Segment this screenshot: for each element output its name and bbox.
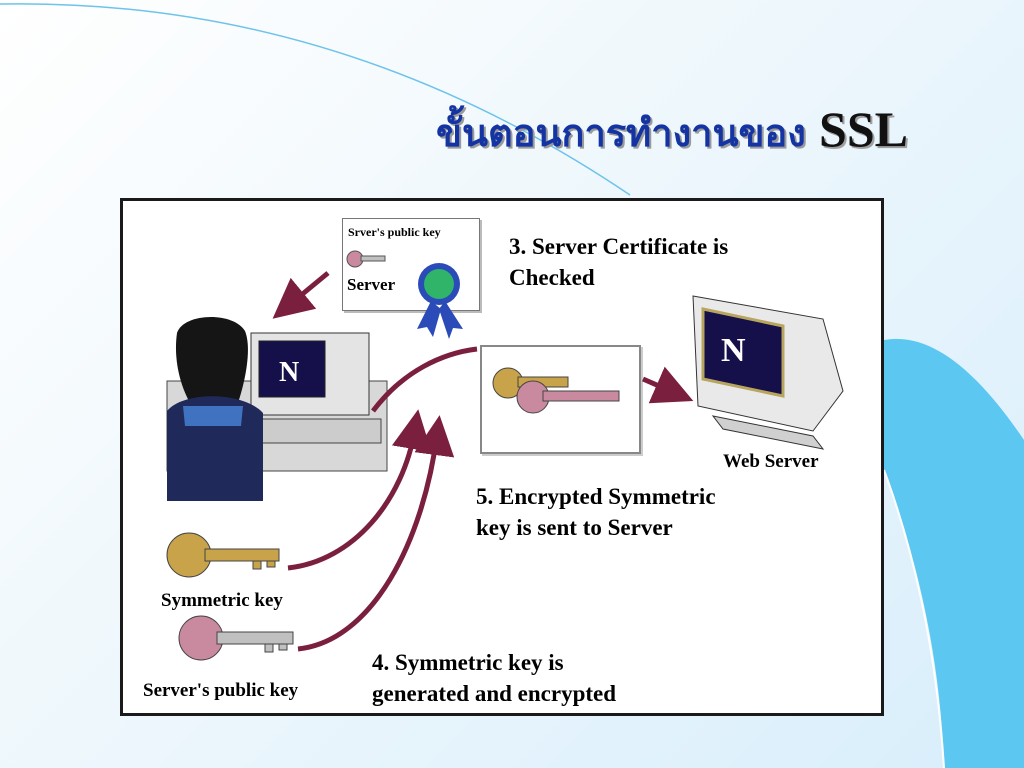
- arrow-user-to-keybox: [371, 346, 478, 413]
- background-curve: [0, 3, 631, 196]
- certificate-seal-icon: [417, 263, 463, 339]
- step-5-line-1: 5. Encrypted Symmetric: [476, 484, 716, 509]
- step-3-line-1: 3. Server Certificate is: [509, 234, 729, 259]
- server-certificate: Srver's public key Server: [342, 218, 480, 311]
- step-4-line-1: 4. Symmetric key is: [372, 650, 564, 675]
- arrow-certificate-to-user: [272, 271, 330, 319]
- step-3-line-2: Checked: [509, 265, 595, 290]
- step-5-text: 5. Encrypted Symmetric key is sent to Se…: [476, 481, 716, 543]
- slide-title: ขั้นตอนการทำงานของ SSL: [436, 100, 956, 170]
- certificate-key-icon: [346, 250, 386, 268]
- ssl-diagram: Srver's public key Server: [120, 198, 884, 716]
- step-4-line-2: generated and encrypted: [372, 681, 617, 706]
- symmetric-key-icon: [166, 532, 280, 578]
- background-edge-line: [883, 469, 945, 768]
- step-5-line-2: key is sent to Server: [476, 515, 673, 540]
- web-server-label: Web Server: [723, 451, 819, 472]
- server-public-key-label: Server's public key: [143, 680, 299, 701]
- symmetric-key-label: Symmetric key: [161, 590, 283, 611]
- user-workstation-icon: N: [166, 316, 388, 501]
- slide-title-thai: ขั้นตอนการทำงานของ: [436, 111, 806, 155]
- certificate-heading: Srver's public key: [348, 225, 441, 239]
- diagram-graphics: N N: [166, 250, 844, 661]
- keybox-keys-icon: [492, 367, 620, 414]
- step-3-text: 3. Server Certificate is Checked: [509, 231, 728, 293]
- web-server-logo: N: [721, 332, 746, 369]
- web-server-icon: N: [692, 295, 844, 450]
- background-blue-shape: [884, 338, 1024, 768]
- slide-title-ssl: SSL: [819, 101, 908, 157]
- step-4-text: 4. Symmetric key is generated and encryp…: [372, 647, 616, 709]
- arrow-symmetric-key-up: [287, 409, 432, 571]
- workstation-logo: N: [279, 357, 299, 388]
- server-public-key-icon: [178, 615, 294, 661]
- certificate-server-label: Server: [347, 275, 396, 294]
- arrow-to-web-server: [641, 366, 694, 404]
- arrow-public-key-up: [297, 415, 455, 652]
